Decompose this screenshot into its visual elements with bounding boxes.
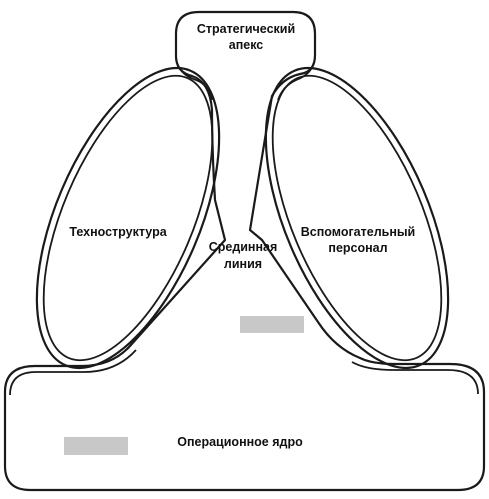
operating-core-label: Операционное ядро <box>177 435 303 449</box>
operating-core-box <box>9 349 479 396</box>
strategic-apex-label-line2: апекс <box>229 38 264 52</box>
strategic-apex-box <box>175 57 213 101</box>
support-staff-ellipse-inner <box>271 74 443 362</box>
technostructure-ellipse-inner <box>42 74 214 362</box>
support-staff-label-line1: Вспомогательный <box>301 225 415 239</box>
middle-line-label-line1: Срединная <box>209 240 278 254</box>
redaction-block-core <box>64 437 128 455</box>
redaction-block-middle <box>240 316 304 333</box>
technostructure-ellipse-outer <box>35 66 221 370</box>
middle-line-label-line2: линия <box>224 257 262 271</box>
technostructure-label: Техноструктура <box>69 225 167 239</box>
support-staff-ellipse-outer <box>264 66 450 370</box>
strategic-apex-label-line1: Стратегический <box>197 22 295 36</box>
support-staff-label-line2: персонал <box>328 241 387 255</box>
